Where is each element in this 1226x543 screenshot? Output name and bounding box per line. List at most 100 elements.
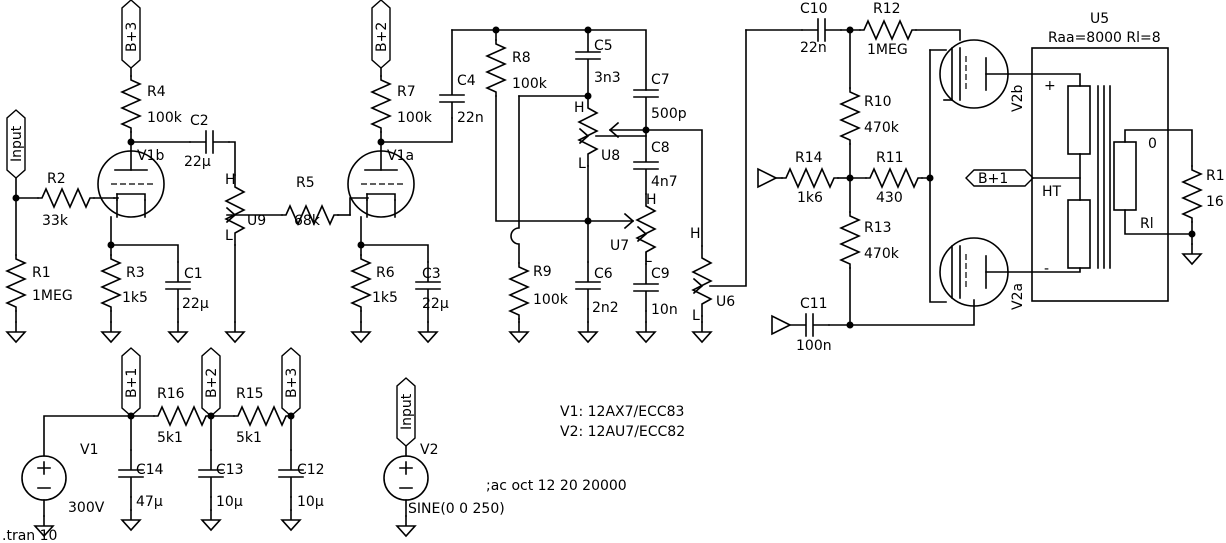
r10-resistor: [840, 87, 860, 145]
ground-icon: [121, 509, 141, 531]
r9-name: R9: [533, 264, 552, 280]
r1-load-name: R1: [1206, 168, 1225, 184]
r12-value: 1MEG: [867, 42, 908, 58]
u8-label: U8: [601, 148, 620, 164]
r1-input-name: R1: [32, 265, 51, 281]
u9-l: L: [225, 228, 233, 244]
v1b-label: V1b: [137, 148, 164, 164]
c8-value: 4n7: [651, 174, 678, 190]
r10-value: 470k: [864, 120, 900, 136]
b1-flag-ps-label: B+1: [124, 368, 140, 398]
c3-name: C3: [422, 266, 441, 282]
note-tube-v1: V1: 12AX7/ECC83: [560, 404, 684, 420]
ground-icon: [281, 509, 301, 531]
u6-label: U6: [716, 294, 735, 310]
stage-2: B+2 R7 100k V1a R6 1k5 C3 22µ C4 22n: [347, 0, 484, 343]
u6-potentiometer: [692, 245, 712, 317]
v2b-label: V2b: [1010, 85, 1026, 112]
stage-1: Input R2 33k R1 1MEG B+3 R4 100k C2 22µ …: [6, 0, 351, 343]
c14-name: C14: [136, 462, 164, 478]
power-supply: V1 300V B+1 R16 5k1 C14 47µ B+2 R15 5k1 …: [21, 347, 505, 537]
v2-voltage-source: [383, 455, 429, 501]
v1-voltage-source: [21, 455, 67, 501]
input-flag-2-label: Input: [399, 393, 415, 430]
r6-resistor: [351, 254, 371, 312]
r9-value: 100k: [533, 292, 569, 308]
r15-resistor: [233, 406, 291, 426]
r4-name: R4: [147, 84, 166, 100]
r16-value: 5k1: [157, 430, 183, 446]
v1-src-name: V1: [80, 442, 98, 458]
u5-plus: +: [1044, 78, 1056, 94]
ground-icon: [636, 321, 656, 343]
u5-ht: HT: [1042, 184, 1062, 200]
b3-flag-ps-label: B+3: [284, 368, 300, 398]
u7-label: U7: [610, 238, 629, 254]
c11-value: 100n: [796, 338, 832, 354]
ground-icon: [201, 509, 221, 531]
ground-icon: [351, 321, 371, 343]
u9-h: H: [225, 172, 236, 188]
c12-name: C12: [297, 462, 325, 478]
r3-name: R3: [126, 265, 145, 281]
r12-name: R12: [873, 1, 901, 17]
r10-name: R10: [864, 94, 892, 110]
v2a-triode: [939, 237, 1009, 307]
r13-value: 470k: [864, 246, 900, 262]
c1-value: 22µ: [182, 296, 209, 312]
r15-name: R15: [236, 386, 264, 402]
r5-value: 68k: [294, 213, 321, 229]
c9-name: C9: [651, 266, 670, 282]
c3-value: 22µ: [422, 296, 449, 312]
c6-name: C6: [594, 266, 613, 282]
c5-value: 3n3: [594, 70, 621, 86]
u5-transformer: U5 Raa=8000 Rl=8 + - HT 0 Rl R1 16: [1007, 11, 1225, 302]
c2-value: 22µ: [184, 154, 211, 170]
r3-value: 1k5: [122, 290, 148, 306]
r11-value: 430: [876, 190, 903, 206]
r13-name: R13: [864, 220, 892, 236]
r6-name: R6: [376, 265, 395, 281]
r1-load-resistor: [1182, 165, 1202, 223]
r7-name: R7: [397, 84, 416, 100]
ground-icon: [692, 321, 712, 343]
ground-icon: [509, 321, 529, 343]
c11-capacitor: [789, 313, 830, 337]
u9-label: U9: [247, 213, 266, 229]
r7-resistor: [371, 75, 391, 133]
u6-l: L: [692, 308, 700, 324]
v2-src-value: SINE(0 0 250): [408, 501, 505, 517]
ground-icon: [101, 321, 121, 343]
r4-resistor: [121, 75, 141, 133]
u8-h: H: [574, 100, 585, 116]
v2-src-name: V2: [420, 442, 438, 458]
ground-icon: [418, 321, 438, 343]
u6-h: H: [690, 226, 701, 242]
u5-rl: Rl: [1140, 216, 1154, 232]
u8-l: L: [578, 156, 586, 172]
note-ac-directive: ;ac oct 12 20 20000: [486, 478, 627, 494]
r7-value: 100k: [397, 110, 433, 126]
r8-name: R8: [512, 50, 531, 66]
v1a-label: V1a: [387, 148, 414, 164]
c7-value: 500p: [651, 106, 687, 122]
r1-load-value: 16: [1206, 194, 1224, 210]
u5-zero: 0: [1148, 136, 1157, 152]
c8-name: C8: [651, 140, 670, 156]
u7-h: H: [646, 192, 657, 208]
r3-resistor: [101, 254, 121, 312]
v2a-label: V2a: [1010, 283, 1026, 310]
b3-flag-1-label: B+3: [124, 22, 140, 52]
r16-name: R16: [157, 386, 185, 402]
c10-value: 22n: [800, 40, 827, 56]
c2-name: C2: [190, 113, 209, 129]
b1-flag-output-label: B+1: [978, 171, 1008, 187]
r2-name: R2: [47, 171, 66, 187]
c10-capacitor: [801, 18, 842, 42]
output-stage: C10 22n R12 1MEG R10 470k R14 1k6 R11 43…: [745, 1, 1081, 354]
u5-value: Raa=8000 Rl=8: [1048, 30, 1161, 46]
c5-name: C5: [594, 38, 613, 54]
c13-name: C13: [216, 462, 244, 478]
v1-src-value: 300V: [68, 500, 105, 516]
